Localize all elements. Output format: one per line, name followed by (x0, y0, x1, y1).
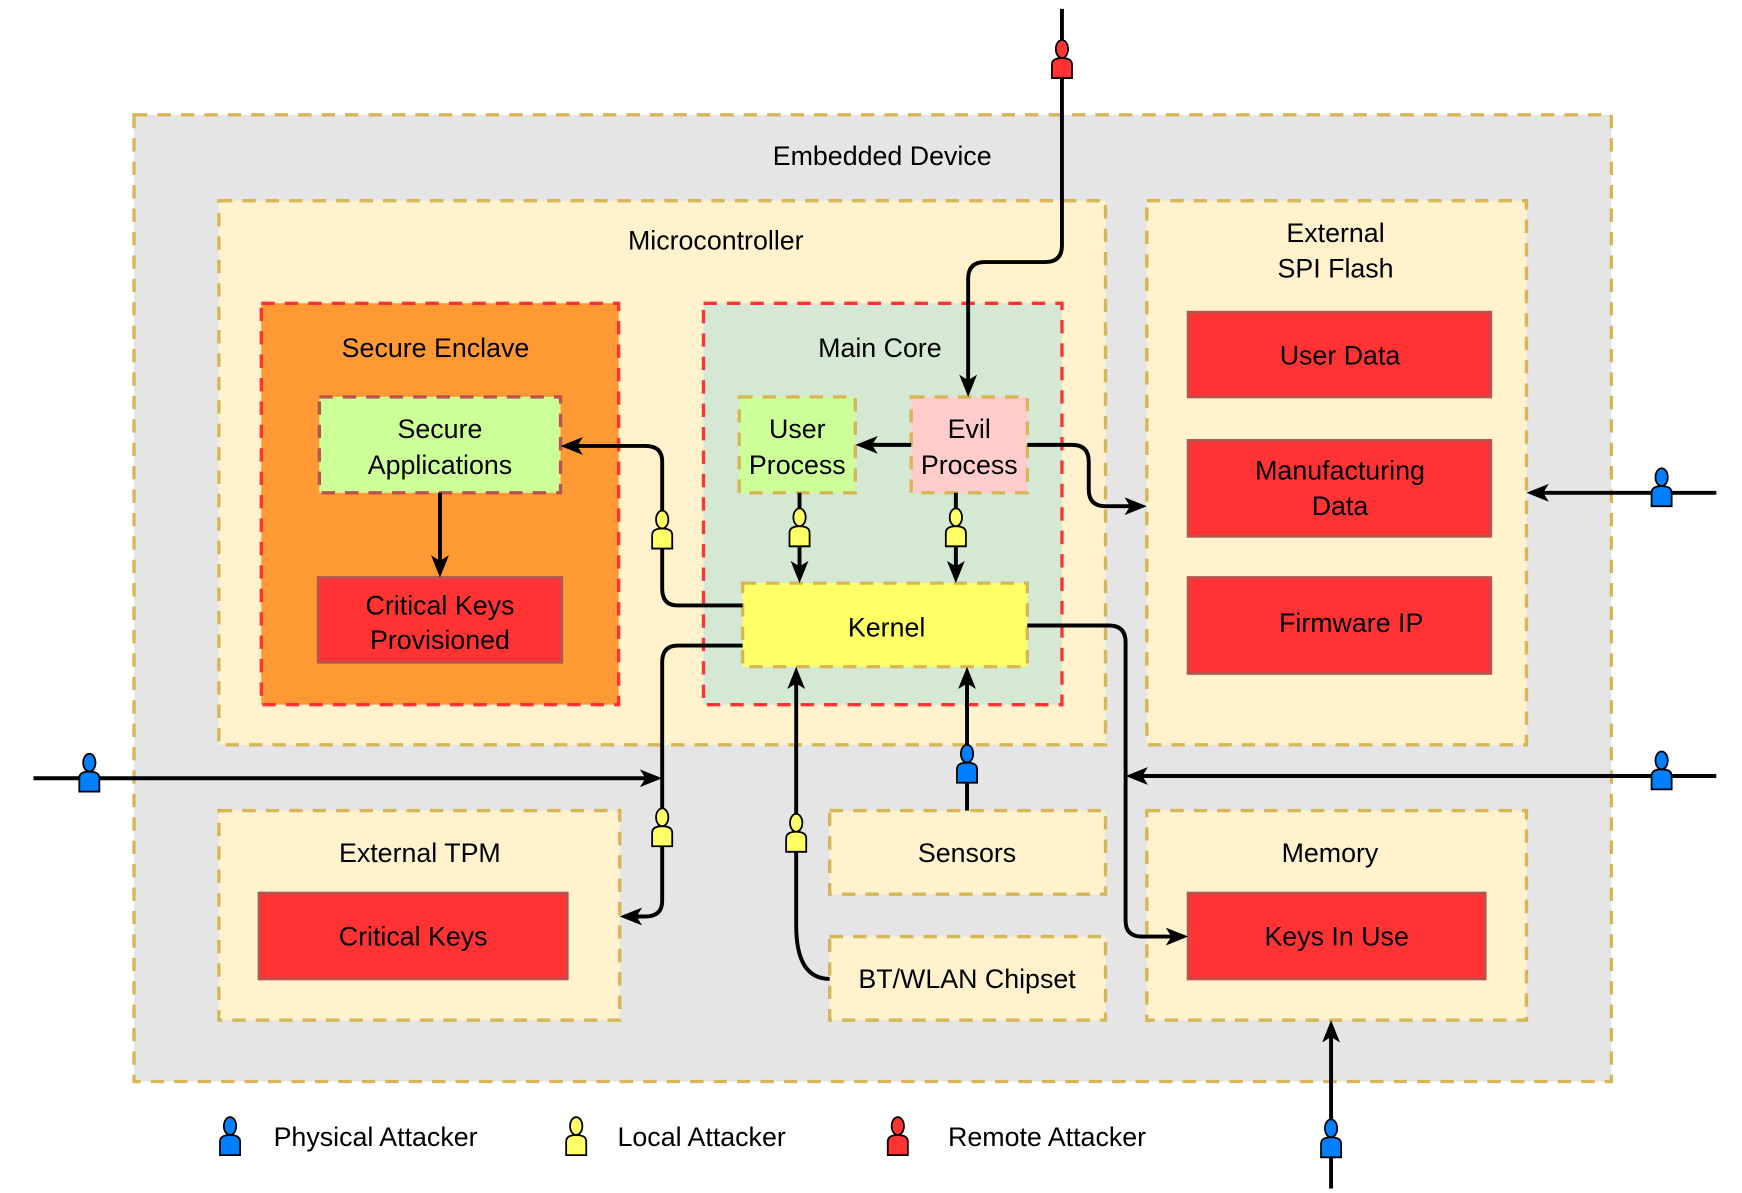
keys-in-use-node[interactable]: Keys In Use (1186, 891, 1487, 981)
critical-keys-provisioned-label-line1: Critical Keys (366, 590, 515, 620)
bt-wlan-chipset-node[interactable]: BT/WLAN Chipset (828, 934, 1108, 1022)
manufacturing-data-label-line2: Data (1312, 491, 1369, 521)
arrowhead (790, 560, 809, 584)
arrowhead (959, 374, 978, 397)
physical-attacker-icon[interactable] (78, 752, 101, 793)
edge-evil-to-spi-flash (1027, 442, 1134, 509)
arrowhead (1165, 927, 1189, 946)
legend-item-physical: Physical Attacker (219, 1116, 478, 1156)
manufacturing-data-label-line1: Manufacturing (1255, 455, 1425, 485)
memory-label: Memory (1282, 838, 1379, 868)
arrowhead (855, 435, 878, 454)
edge-bt-wlan-to-kernel (794, 680, 830, 981)
firmware-ip-label: Firmware IP (1279, 608, 1423, 638)
arrowhead (560, 437, 583, 455)
secure-applications-label-line1: Secure (398, 414, 483, 444)
arrowhead (958, 666, 976, 690)
secure-applications-node[interactable]: Secure Applications (317, 395, 563, 495)
microcontroller-label: Microcontroller (628, 226, 804, 256)
edge-kernel-to-keys-in-use (1027, 623, 1175, 939)
critical-keys-provisioned-node[interactable]: Critical Keys Provisioned (316, 576, 564, 664)
physical-attacker-icon[interactable] (1320, 1118, 1343, 1159)
manufacturing-data-node[interactable]: Manufacturing Data (1186, 439, 1493, 538)
user-data-node[interactable]: User Data (1186, 310, 1493, 399)
evil-process-node[interactable]: Evil Process (909, 395, 1030, 495)
user-data-label: User Data (1280, 341, 1401, 371)
legend-item-local: Local Attacker (565, 1116, 786, 1156)
local-attacker-icon (565, 1116, 588, 1156)
arrowhead (639, 769, 663, 788)
secure-applications-label-line2: Applications (368, 450, 512, 480)
arrowhead (787, 666, 806, 690)
external-spi-flash-label-line1: External (1286, 218, 1384, 248)
firmware-ip-node[interactable]: Firmware IP (1186, 576, 1493, 675)
user-process-label-line1: User (769, 414, 826, 444)
physical-attacker-icon[interactable] (1650, 750, 1673, 791)
critical-keys-label: Critical Keys (339, 921, 488, 951)
external-spi-flash-label-line2: SPI Flash (1277, 254, 1393, 284)
kernel-label: Kernel (848, 613, 925, 643)
legend: Physical Attacker Local Attacker Remote … (219, 1116, 1146, 1156)
arrowhead (1322, 1020, 1340, 1043)
bt-wlan-chipset-label: BT/WLAN Chipset (858, 964, 1076, 994)
remote-attacker-icon (886, 1116, 909, 1156)
legend-item-remote: Remote Attacker (886, 1116, 1146, 1156)
arrowhead (946, 560, 965, 584)
evil-process-label-line1: Evil (948, 414, 991, 444)
remote-attacker-icon[interactable] (1051, 39, 1073, 79)
main-core-label: Main Core (818, 333, 942, 363)
arrowhead (619, 907, 643, 926)
external-tpm-label: External TPM (339, 838, 501, 868)
arrowhead (1124, 497, 1147, 516)
user-process-label-line2: Process (749, 450, 846, 480)
physical-attacker-icon[interactable] (1650, 467, 1673, 508)
sensors-label: Sensors (918, 838, 1016, 868)
physical-attacker-icon (219, 1116, 241, 1156)
edge-remote-to-evil (966, 8, 1064, 385)
arrowhead (431, 555, 449, 578)
legend-label: Remote Attacker (948, 1122, 1146, 1152)
edge-kernel-to-tpm (633, 643, 743, 919)
legend-label: Local Attacker (618, 1122, 786, 1152)
user-process-node[interactable]: User Process (737, 395, 858, 495)
kernel-node[interactable]: Kernel (740, 581, 1030, 669)
legend-label: Physical Attacker (274, 1122, 478, 1152)
secure-enclave-label: Secure Enclave (342, 333, 530, 363)
keys-in-use-label: Keys In Use (1264, 921, 1408, 951)
critical-keys-provisioned-label-line2: Provisioned (370, 625, 510, 655)
evil-process-label-line2: Process (921, 450, 1018, 480)
sensors-node[interactable]: Sensors (828, 808, 1108, 896)
arrowhead (1125, 767, 1148, 785)
arrowhead (1526, 483, 1549, 502)
critical-keys-node[interactable]: Critical Keys (257, 891, 569, 981)
embedded-device-label: Embedded Device (773, 141, 992, 171)
